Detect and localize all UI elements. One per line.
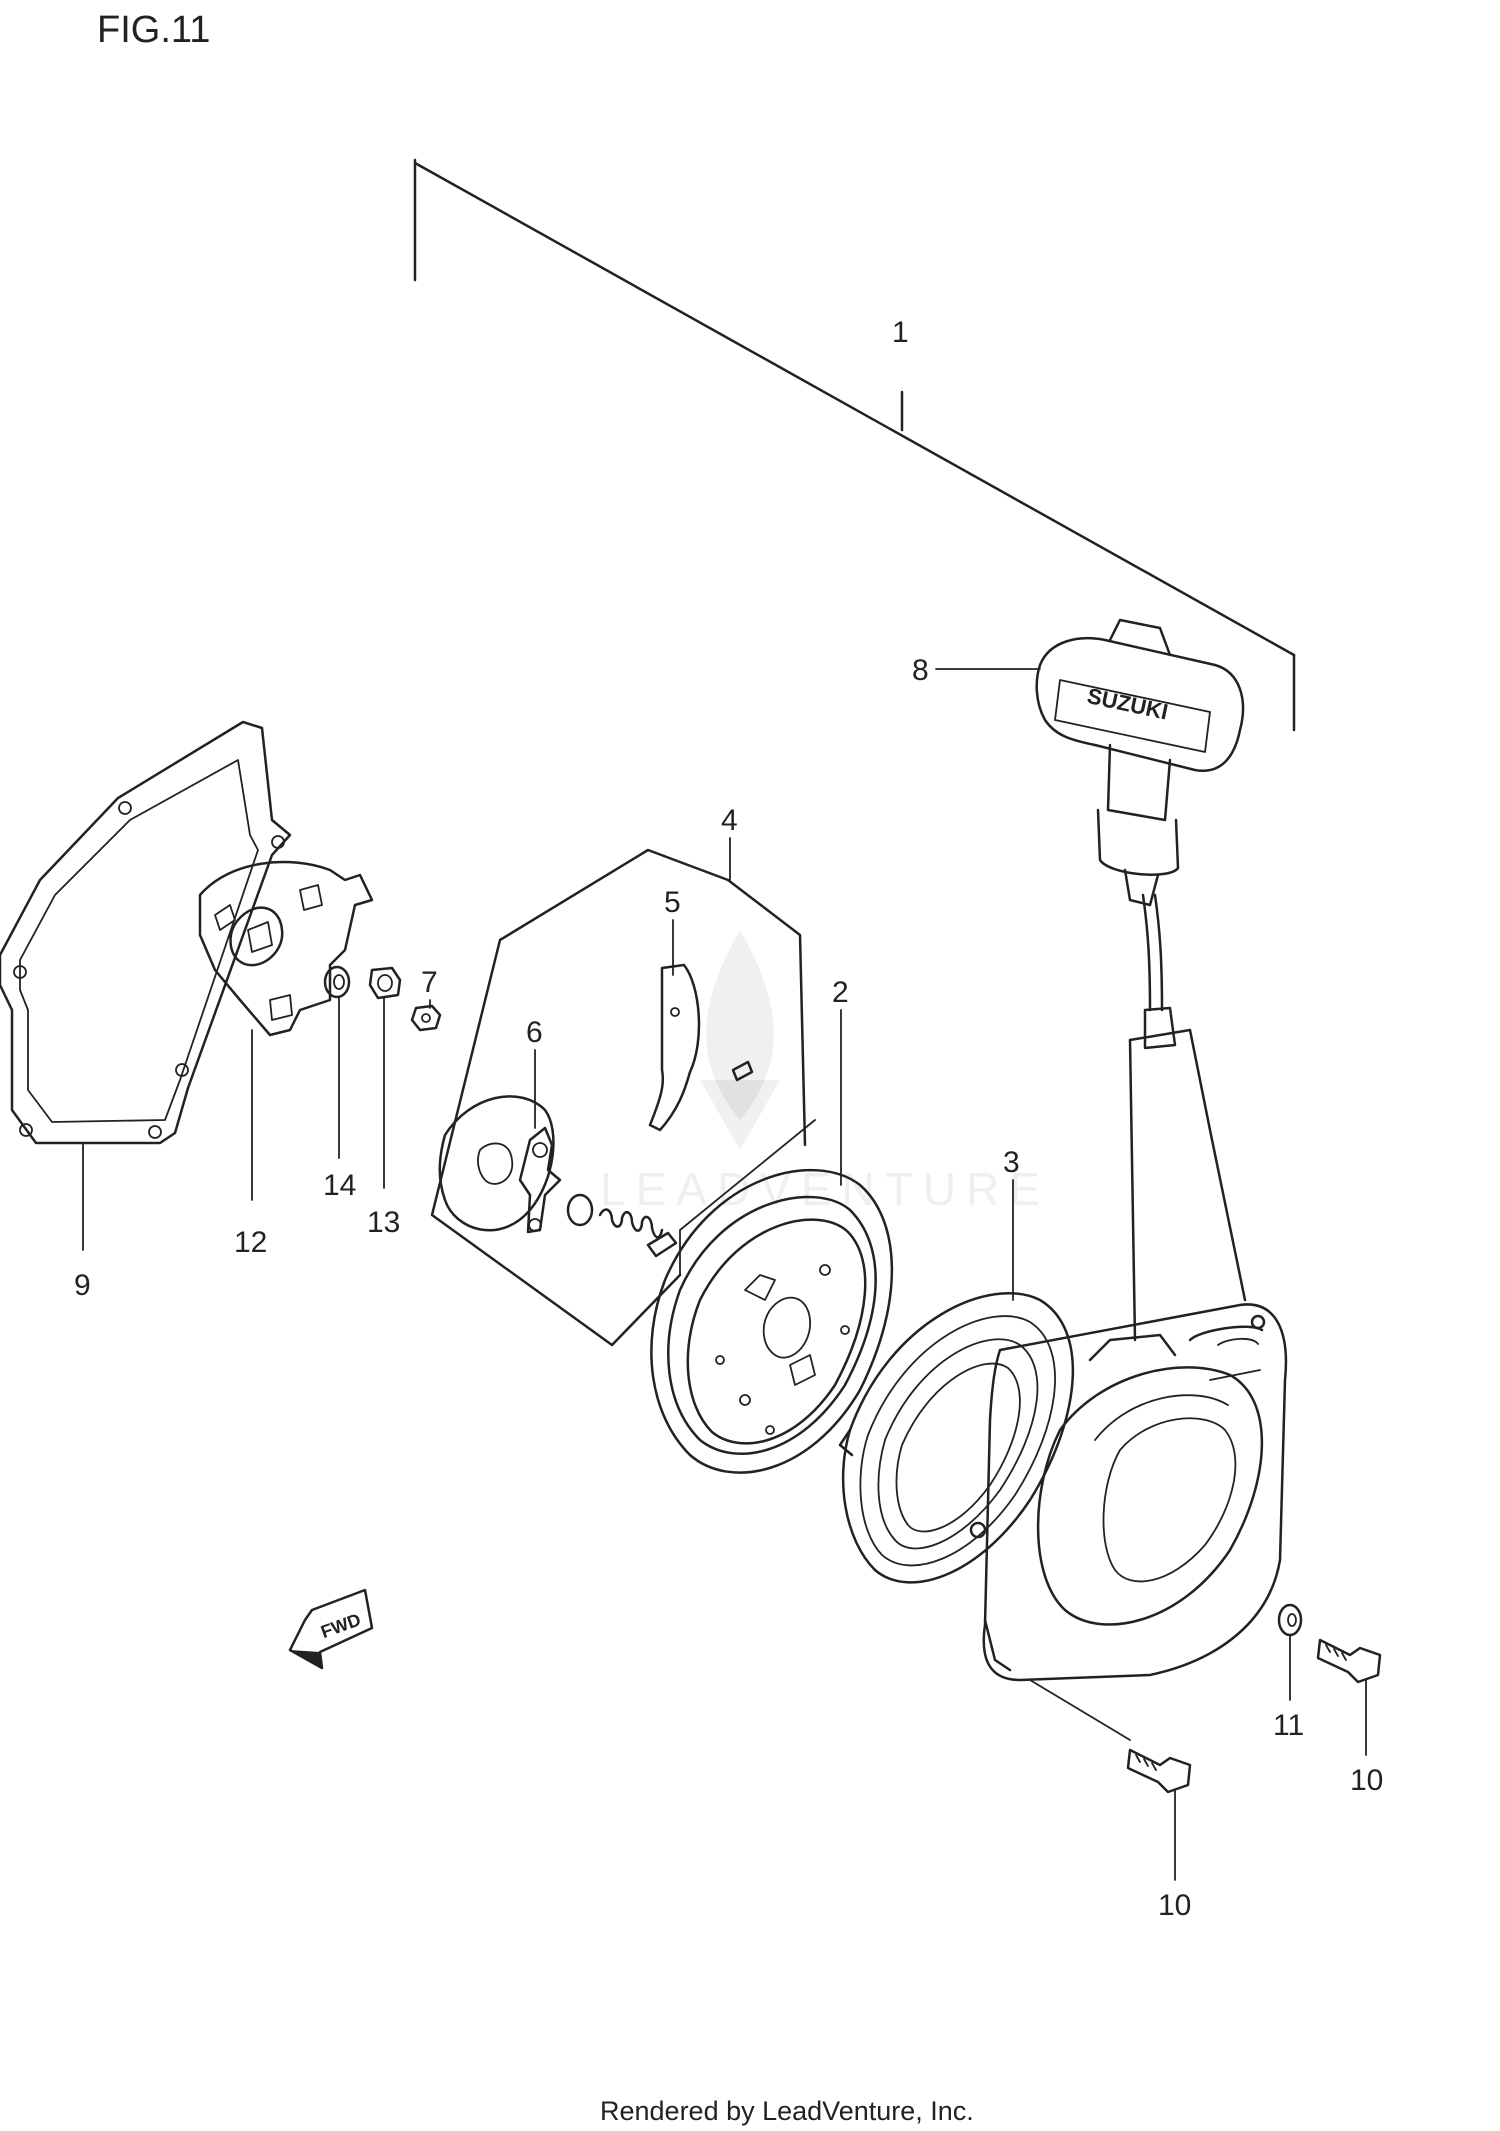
leader-lines xyxy=(82,668,1367,1881)
figure-title: FIG.11 xyxy=(97,9,210,51)
callout-14: 14 xyxy=(323,1169,356,1202)
callout-4: 4 xyxy=(721,804,738,837)
assembly-bracket-4 xyxy=(430,848,816,1347)
pin xyxy=(646,1060,754,1258)
flange-bolt-upper xyxy=(1316,1638,1382,1684)
callout-8: 8 xyxy=(912,654,929,687)
callout-12: 12 xyxy=(234,1226,267,1259)
callout-2: 2 xyxy=(832,976,849,1009)
callout-10-bottom: 10 xyxy=(1158,1889,1191,1922)
callout-5: 5 xyxy=(664,886,681,919)
nut xyxy=(368,966,402,1000)
callout-3: 3 xyxy=(1003,1146,1020,1179)
recoil-reel xyxy=(650,1168,894,1474)
assembly-bracket-1 xyxy=(413,158,1296,732)
footer-credit: Rendered by LeadVenture, Inc. xyxy=(600,2096,974,2126)
callout-6: 6 xyxy=(526,1016,543,1049)
starter-rope xyxy=(1141,893,1164,1012)
svg-text:SUZUKI: SUZUKI xyxy=(1085,683,1170,724)
starter-handle: SUZUKI xyxy=(1035,618,1245,907)
ratchet-pulley xyxy=(198,860,374,1037)
forward-arrow-icon: FWD xyxy=(288,1588,374,1670)
friction-spring xyxy=(518,1126,562,1234)
callout-1: 1 xyxy=(892,316,909,349)
callout-9: 9 xyxy=(74,1269,91,1302)
return-spring xyxy=(566,1193,664,1239)
small-nut xyxy=(410,1004,442,1032)
case-washer xyxy=(1277,1603,1303,1637)
ratchet-pawl xyxy=(648,963,701,1132)
gasket xyxy=(0,720,292,1145)
starter-case xyxy=(969,1006,1288,1741)
washer xyxy=(323,965,351,999)
callout-13: 13 xyxy=(367,1206,400,1239)
flange-bolt-lower xyxy=(1126,1748,1192,1794)
callout-10-right: 10 xyxy=(1350,1764,1383,1797)
callout-11: 11 xyxy=(1273,1709,1304,1742)
callout-7: 7 xyxy=(421,966,438,999)
